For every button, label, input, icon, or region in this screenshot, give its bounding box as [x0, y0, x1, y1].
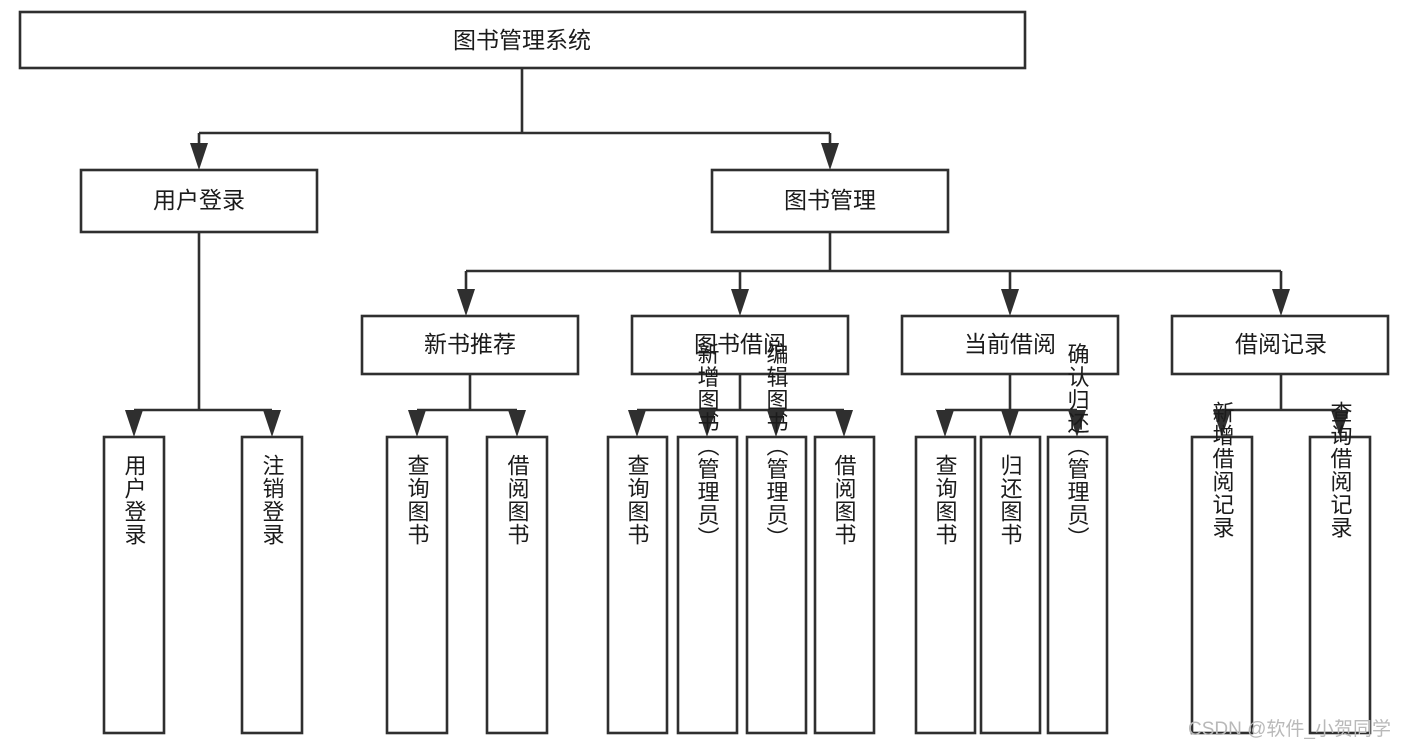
node-leaf-borrow-book-1[interactable]: 借阅图书	[485, 435, 549, 735]
node-leaf-add-book[interactable]: 新增图书（管理员）	[676, 343, 739, 735]
node-root-box[interactable]	[18, 10, 1027, 70]
arrowhead-current-borrow-leaf-2	[1001, 410, 1019, 437]
arrowhead-book-borrow-leaf-1	[628, 410, 646, 437]
node-borrow-record-label: 借阅记录	[1235, 331, 1327, 357]
node-leaf-borrow-book-1-label: 借阅图书	[505, 454, 530, 546]
arrowhead-borrow-record-leaf-1	[1213, 410, 1231, 437]
csdn-watermark: CSDN @软件_小贺同学	[1188, 719, 1391, 740]
node-book-borrow-label: 图书借阅	[694, 331, 786, 357]
node-leaf-edit-book-label: 编辑图书（管理员）	[764, 343, 789, 550]
arrowhead-current-borrow-leaf-1	[936, 410, 954, 437]
node-leaf-edit-book[interactable]: 编辑图书（管理员）	[745, 343, 808, 735]
node-leaf-confirm-return-label: 确认归还（管理员）	[1065, 343, 1090, 550]
node-leaf-confirm-return-box[interactable]	[1046, 435, 1109, 735]
node-leaf-query-book-3[interactable]: 查询图书	[914, 435, 977, 735]
arrowhead-book-borrow-leaf-4	[835, 410, 853, 437]
node-leaf-borrow-book-2-label: 借阅图书	[832, 454, 857, 546]
node-leaf-query-record-label: 查询借阅记录	[1328, 401, 1353, 539]
node-borrow-record-box[interactable]	[1170, 314, 1390, 376]
arrowhead-book-borrow-leaf-3	[767, 410, 785, 437]
node-leaf-query-book-1[interactable]: 查询图书	[385, 435, 449, 735]
node-book-borrow-box[interactable]	[630, 314, 850, 376]
node-user-login[interactable]: 用户登录	[79, 168, 319, 234]
arrowhead-root-to-user-login	[190, 143, 208, 170]
node-leaf-user-login-box[interactable]	[102, 435, 166, 735]
node-leaf-query-book-2[interactable]: 查询图书	[606, 435, 669, 735]
node-leaf-borrow-book-2-box[interactable]	[813, 435, 876, 735]
node-leaf-query-book-1-label: 查询图书	[405, 454, 430, 546]
node-leaf-logout-box[interactable]	[240, 435, 304, 735]
node-leaf-add-record[interactable]: 新增借阅记录	[1190, 401, 1254, 735]
node-leaf-return-book-label: 归还图书	[998, 454, 1023, 546]
node-leaf-borrow-book-1-box[interactable]	[485, 435, 549, 735]
node-book-borrow[interactable]: 图书借阅	[630, 314, 850, 376]
node-book-manage-label: 图书管理	[784, 187, 876, 213]
node-current-borrow-label: 当前借阅	[964, 331, 1056, 357]
node-user-login-box[interactable]	[79, 168, 319, 234]
node-borrow-record[interactable]: 借阅记录	[1170, 314, 1390, 376]
connector-group-borrow-record	[1213, 374, 1349, 437]
arrowhead-user-login-leaf-1	[125, 410, 143, 437]
node-leaf-add-book-label: 新增图书（管理员）	[695, 343, 720, 550]
node-leaf-return-book[interactable]: 归还图书	[979, 435, 1042, 735]
node-leaf-query-book-1-box[interactable]	[385, 435, 449, 735]
node-leaf-query-book-2-box[interactable]	[606, 435, 669, 735]
node-leaf-logout-label: 注销登录	[260, 454, 285, 546]
node-leaf-add-record-box[interactable]	[1190, 435, 1254, 735]
connector-group-book-borrow	[628, 374, 853, 437]
arrowhead-root-to-book-manage	[821, 143, 839, 170]
arrowhead-to-book-borrow	[731, 289, 749, 316]
node-current-borrow[interactable]: 当前借阅	[900, 314, 1120, 376]
node-book-manage[interactable]: 图书管理	[710, 168, 950, 234]
node-new-book-rec-label: 新书推荐	[424, 331, 516, 357]
node-leaf-borrow-book-2[interactable]: 借阅图书	[813, 435, 876, 735]
arrowhead-new-book-rec-leaf-2	[508, 410, 526, 437]
node-leaf-add-record-label: 新增借阅记录	[1210, 401, 1235, 539]
node-user-login-label: 用户登录	[153, 187, 245, 213]
node-leaf-query-record-box[interactable]	[1308, 435, 1372, 735]
arrowhead-user-login-leaf-2	[263, 410, 281, 437]
node-current-borrow-box[interactable]	[900, 314, 1120, 376]
node-leaf-return-book-box[interactable]	[979, 435, 1042, 735]
node-leaf-query-book-2-label: 查询图书	[625, 454, 650, 546]
node-leaf-query-book-3-label: 查询图书	[933, 454, 958, 546]
node-book-manage-box[interactable]	[710, 168, 950, 234]
arrowhead-to-new-book-rec	[457, 289, 475, 316]
node-leaf-add-book-box[interactable]	[676, 435, 739, 735]
connector-group-root	[190, 68, 839, 170]
node-new-book-rec[interactable]: 新书推荐	[360, 314, 580, 376]
arrowhead-current-borrow-leaf-3	[1068, 410, 1086, 437]
connector-group-new-book-rec	[408, 374, 526, 437]
connector-group-user-login	[125, 232, 281, 437]
node-leaf-user-login-label: 用户登录	[122, 454, 147, 546]
arrowhead-borrow-record-leaf-2	[1331, 410, 1349, 437]
connector-group-book-manage	[457, 232, 1290, 316]
node-leaf-edit-book-box[interactable]	[745, 435, 808, 735]
arrowhead-new-book-rec-leaf-1	[408, 410, 426, 437]
node-root[interactable]: 图书管理系统	[18, 10, 1027, 70]
node-new-book-rec-box[interactable]	[360, 314, 580, 376]
node-leaf-query-record[interactable]: 查询借阅记录	[1308, 401, 1372, 735]
node-root-label: 图书管理系统	[453, 27, 591, 53]
arrowhead-to-borrow-record	[1272, 289, 1290, 316]
node-leaf-user-login[interactable]: 用户登录	[102, 435, 166, 735]
arrowhead-to-current-borrow	[1001, 289, 1019, 316]
connector-group-current-borrow	[936, 374, 1086, 437]
arrowhead-book-borrow-leaf-2	[698, 410, 716, 437]
node-leaf-query-book-3-box[interactable]	[914, 435, 977, 735]
node-leaf-logout[interactable]: 注销登录	[240, 435, 304, 735]
node-leaf-confirm-return[interactable]: 确认归还（管理员）	[1046, 343, 1109, 735]
